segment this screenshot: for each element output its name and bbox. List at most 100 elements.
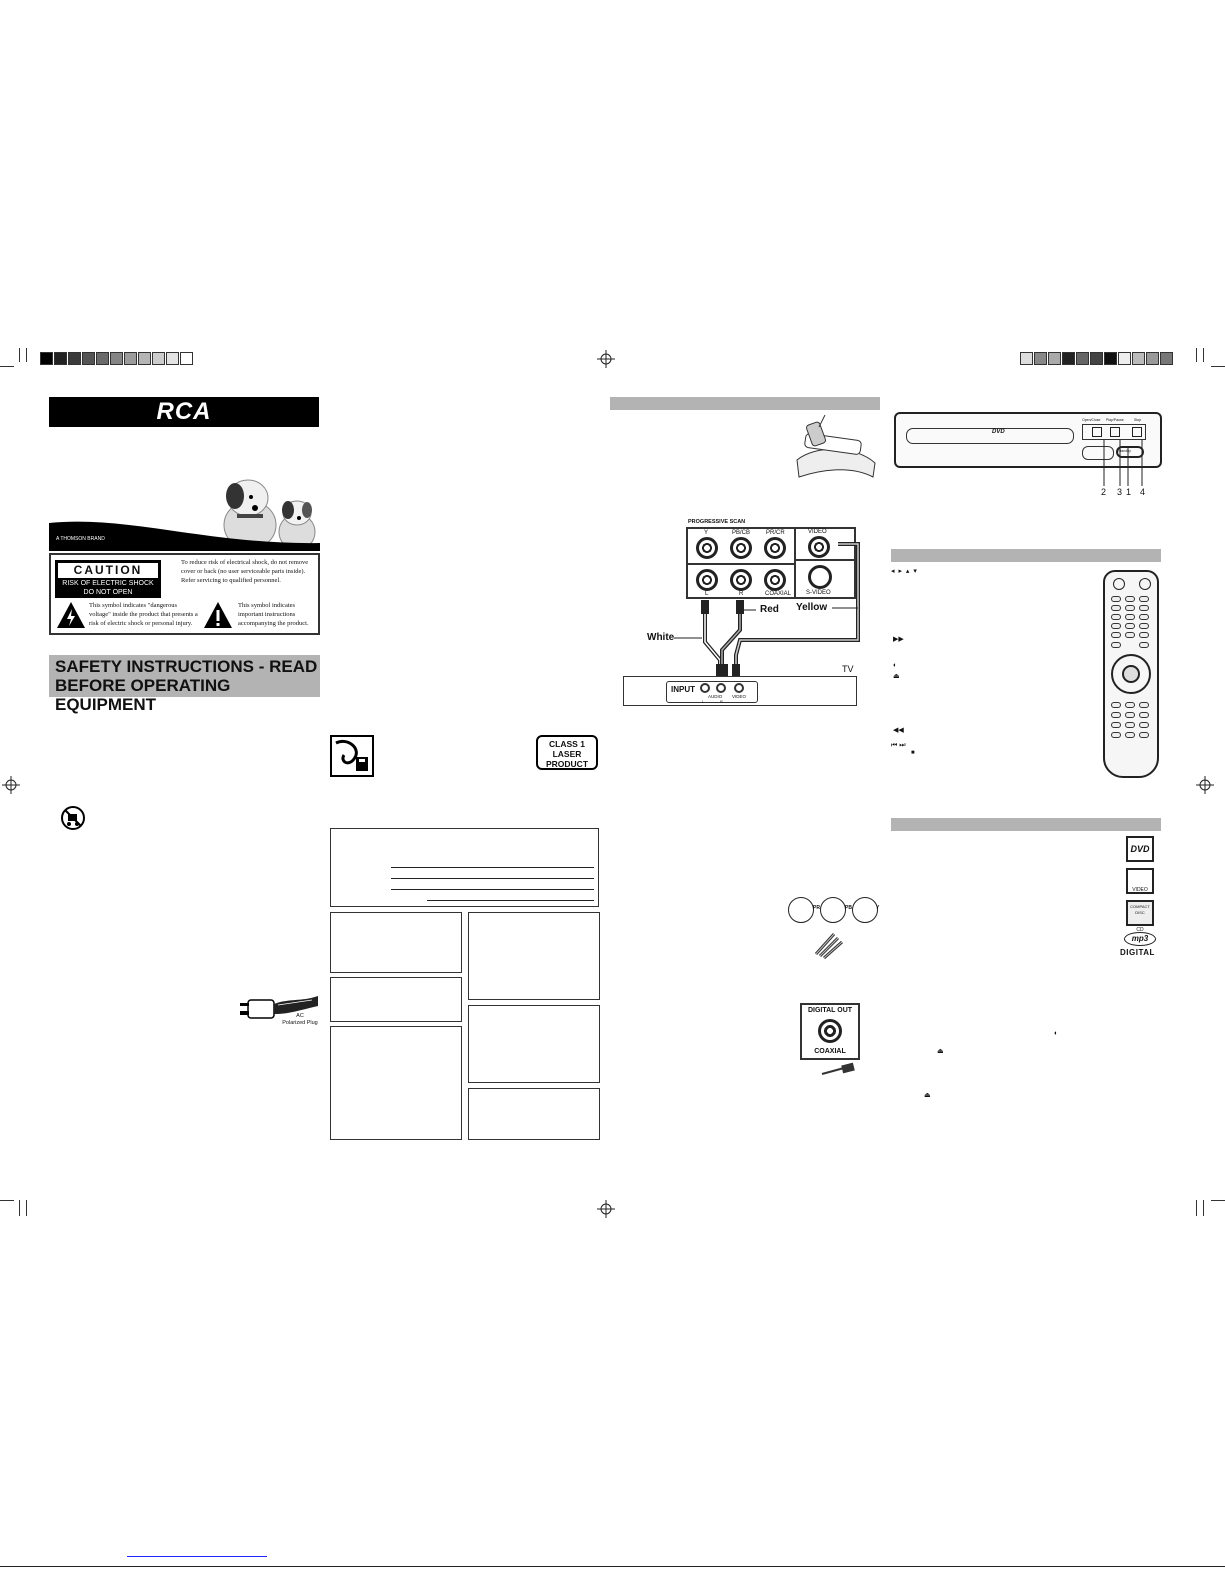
crop-mark <box>1203 348 1204 362</box>
pb-jack-label: PB/CB <box>732 530 751 536</box>
component-cable-icon <box>814 932 843 960</box>
eject-icon: ⏏ <box>937 1048 944 1055</box>
crop-mark <box>0 1200 14 1201</box>
instructions-symbol-text: This symbol indicates important instruct… <box>238 602 309 627</box>
tv-jack-group <box>666 681 758 703</box>
info-box <box>330 977 462 1022</box>
white-cable-label: White <box>647 632 675 643</box>
plug-caption: AC Polarized Plug <box>270 1013 330 1027</box>
power-icon: ◐ <box>893 662 898 669</box>
tv-input-panel: INPUT AUDIO VIDEO L R <box>623 676 857 706</box>
panel-divider <box>794 559 854 561</box>
link-underline <box>127 1556 267 1557</box>
stop-icon: ■ <box>911 750 915 756</box>
tv-audio-l-jack <box>700 683 710 693</box>
open-close-label: Open/Close <box>1082 418 1101 422</box>
tv-audio-label: AUDIO <box>708 694 723 699</box>
thomson-wave-band <box>49 521 320 551</box>
digital-out-panel: DIGITAL OUT COAXIAL <box>800 1003 860 1060</box>
cables-illustration <box>674 542 860 678</box>
tv-l-label: L <box>702 699 705 704</box>
svideo-label: S-VIDEO <box>806 590 831 596</box>
thomson-brand-text: A THOMSON BRAND <box>56 536 105 542</box>
tv-audio-r-jack <box>716 683 726 693</box>
pr-jack <box>764 537 786 559</box>
tv-r-label: R <box>720 699 723 704</box>
laser-line-1: CLASS 1 <box>549 739 585 749</box>
skip-icons: ⏮ ⏭ <box>891 742 906 749</box>
caution-subtitle-2: DO NOT OPEN <box>83 589 133 596</box>
crop-mark <box>1203 1200 1204 1216</box>
record-line <box>391 867 594 868</box>
info-box <box>330 912 462 973</box>
crop-mark <box>26 348 27 362</box>
plug-caption-ac: AC <box>296 1013 304 1019</box>
crop-mark <box>1196 348 1197 362</box>
coaxial-label: COAXIAL <box>765 591 792 597</box>
dvd-video-logo: DVD <box>1126 836 1154 862</box>
play-pause-label: Play/Pause <box>1106 418 1124 422</box>
product-record-box <box>330 828 599 907</box>
disc-types-header-bar <box>891 818 1161 831</box>
callout-lines <box>1103 440 1143 486</box>
stop-button[interactable] <box>1132 427 1142 437</box>
laser-line-2: LASER <box>552 749 582 759</box>
input-label: INPUT <box>671 685 695 694</box>
record-line <box>427 900 594 901</box>
remote-power-button[interactable] <box>1113 578 1125 590</box>
crop-mark <box>1196 1200 1197 1216</box>
callout-3: 3 <box>1117 487 1123 497</box>
info-box <box>330 1026 462 1140</box>
audio-left-jack <box>696 569 718 591</box>
disc-tray <box>906 428 1074 444</box>
crop-mark <box>19 1200 20 1216</box>
callout-4: 4 <box>1140 487 1146 497</box>
battery-insert-illustration <box>796 415 876 478</box>
remote-nav-ring[interactable] <box>1111 654 1151 694</box>
compact-disc-logo: COMPACT DISC <box>1126 900 1154 926</box>
standby-label: Standby <box>1118 449 1131 453</box>
pr-label: PR <box>813 905 820 911</box>
info-box <box>468 1005 600 1083</box>
pb-jack <box>730 537 752 559</box>
crop-mark <box>26 1200 27 1216</box>
digital-out-title: DIGITAL OUT <box>807 1007 853 1014</box>
registration-mark-icon <box>597 350 615 368</box>
y-component-jack <box>852 897 878 923</box>
dolby-digital-logo: DIGITAL <box>1120 948 1155 957</box>
mp3-logo: mp3 <box>1124 932 1156 946</box>
rear-panel: Y PB/CB PR/CR L R COAXIAL VIDEO S-VIDEO <box>686 527 856 599</box>
plug-caption-text: Polarized Plug <box>282 1020 318 1026</box>
remote-eject-button[interactable] <box>1139 578 1151 590</box>
crop-mark <box>19 348 20 362</box>
panel-divider <box>794 529 796 597</box>
eject-icon: ⏏ <box>893 673 900 680</box>
y-label: Y <box>876 905 880 911</box>
tv-video-label: VIDEO <box>732 694 747 699</box>
open-close-button[interactable] <box>1092 427 1102 437</box>
remote-header-bar <box>891 549 1161 562</box>
safety-title-1: SAFETY INSTRUCTIONS - READ <box>55 657 318 676</box>
progressive-scan-title: PROGRESSIVE SCAN <box>688 519 746 525</box>
standby-button[interactable] <box>1116 446 1144 458</box>
play-pause-button[interactable] <box>1110 427 1120 437</box>
page-bottom-rule <box>0 1566 1225 1567</box>
record-line <box>391 889 594 890</box>
player-dvd-logo: DVD <box>992 429 1005 435</box>
rca-logo: RCA <box>156 398 212 425</box>
rewind-icon: ◀◀ <box>893 727 904 734</box>
coaxial-out-jack <box>818 1019 842 1043</box>
voltage-symbol-text: This symbol indicates "dangerous voltage… <box>89 602 198 627</box>
crop-mark <box>1211 1200 1225 1201</box>
lightning-warning-icon <box>57 602 85 628</box>
coaxial-jack <box>764 569 786 591</box>
registration-mark-icon <box>2 776 20 794</box>
panel-divider <box>688 563 794 565</box>
red-cable-label: Red <box>760 604 779 615</box>
caution-text: To reduce risk of electrical shock, do n… <box>181 559 309 584</box>
video-out-label: VIDEO <box>808 529 827 535</box>
video-cd-logo: VIDEO CD <box>1126 868 1154 933</box>
tv-label: TV <box>842 664 854 674</box>
yellow-cable-label: Yellow <box>796 602 828 613</box>
remote-enter-button[interactable] <box>1122 665 1140 683</box>
